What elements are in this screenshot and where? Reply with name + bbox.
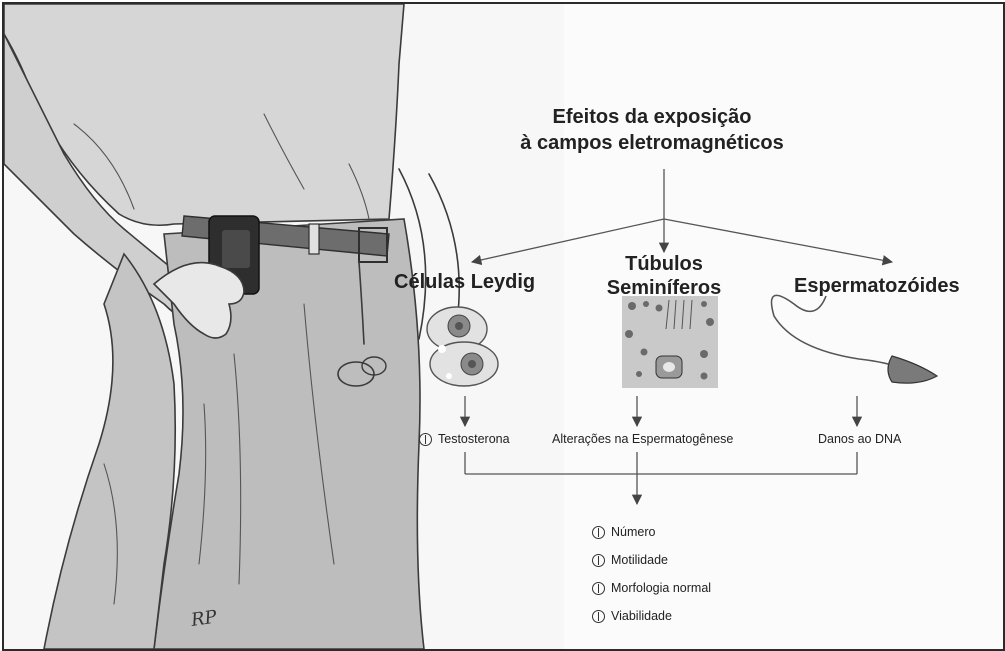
seminiferous-tubules-icon <box>622 296 718 388</box>
effect-spermatogenesis: Alterações na Espermatogênese <box>552 432 733 446</box>
result-label: Morfologia normal <box>611 580 711 596</box>
target-leydig-label: Células Leydig <box>394 270 535 294</box>
leydig-cells-icon <box>427 307 498 386</box>
sperm-cell-icon <box>772 295 938 383</box>
decrease-icon <box>592 554 605 567</box>
target-leydig-cells: Células Leydig <box>394 270 535 294</box>
decrease-icon <box>592 526 605 539</box>
target-tubules-label-1: Túbulos <box>594 252 734 276</box>
decrease-icon <box>592 582 605 595</box>
result-item: Número <box>592 518 711 546</box>
target-seminiferous-tubules: Túbulos Seminíferos <box>594 252 734 300</box>
effect-testosterone-label: Testosterona <box>438 432 510 446</box>
title-line-2: à campos eletromagnéticos <box>472 130 832 156</box>
result-item: Viabilidade <box>592 602 711 630</box>
target-tubules-label-2: Seminíferos <box>594 276 734 300</box>
leydig-cells-illustration <box>4 4 1003 649</box>
effect-dna-damage: Danos ao DNA <box>818 432 901 446</box>
effect-testosterone: Testosterona <box>419 432 510 446</box>
decrease-icon <box>419 433 432 446</box>
target-spermatozoa: Espermatozóides <box>794 274 960 298</box>
result-item: Morfologia normal <box>592 574 711 602</box>
result-item: Motilidade <box>592 546 711 574</box>
title-line-1: Efeitos da exposição <box>472 104 832 130</box>
target-sperm-label: Espermatozóides <box>794 274 960 298</box>
diagram-title: Efeitos da exposição à campos eletromagn… <box>472 104 832 156</box>
result-label: Número <box>611 524 655 540</box>
result-label: Viabilidade <box>611 608 672 624</box>
result-label: Motilidade <box>611 552 668 568</box>
decrease-icon <box>592 610 605 623</box>
results-list: Número Motilidade Morfologia normal Viab… <box>592 518 711 630</box>
